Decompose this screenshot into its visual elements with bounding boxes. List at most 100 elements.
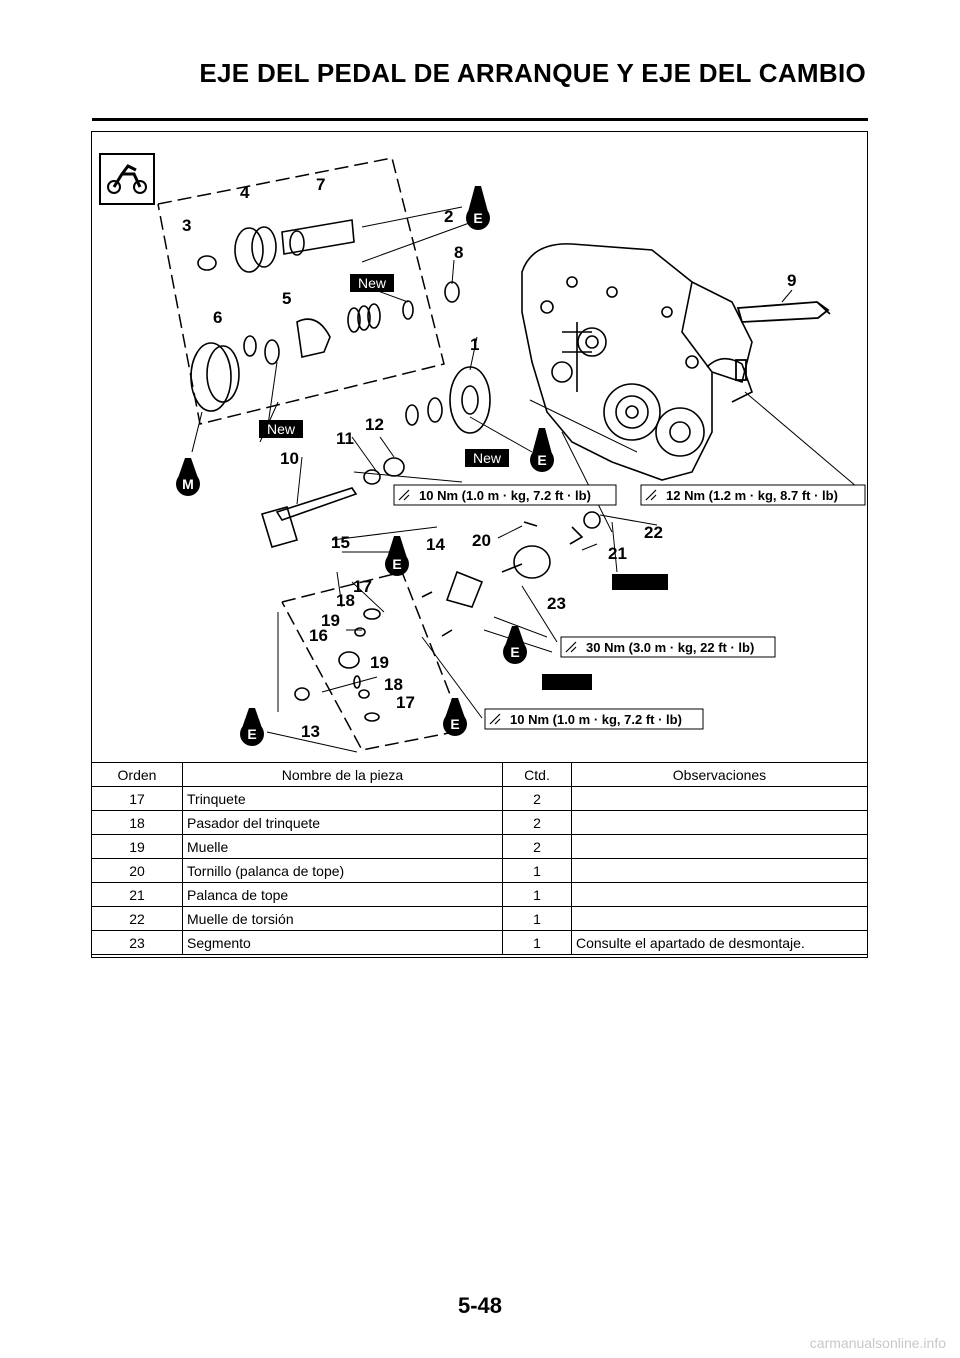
- parts-table: Orden Nombre de la pieza Ctd. Observacio…: [91, 762, 868, 955]
- wrench-icon: [645, 489, 657, 501]
- cell-observaciones: [571, 906, 868, 931]
- cell-nombre: Tornillo (palanca de tope): [182, 858, 503, 883]
- cell-ctd: 1: [502, 882, 572, 907]
- callout-1: 1: [470, 335, 479, 354]
- lube-mark-label: E: [247, 726, 256, 742]
- cell-ctd: 1: [502, 858, 572, 883]
- page-title: EJE DEL PEDAL DE ARRANQUE Y EJE DEL CAMB…: [199, 58, 866, 88]
- col-header-observaciones: Observaciones: [571, 762, 868, 787]
- callout-19b: 19: [370, 653, 389, 672]
- cell-ctd: 2: [502, 834, 572, 859]
- content-frame: [91, 131, 868, 958]
- cell-observaciones: [571, 882, 868, 907]
- callout-23: 23: [547, 594, 566, 613]
- callout-6: 6: [213, 308, 222, 327]
- svg-text:New: New: [358, 275, 387, 291]
- kick-pedal-drawing: [735, 301, 831, 381]
- cell-orden: 18: [91, 810, 183, 835]
- shift-shaft-drawing: [260, 487, 601, 722]
- upper-subassembly-outline: [157, 157, 445, 425]
- torque-spec-box: 10 Nm (1.0 m · kg, 7.2 ft · lb): [393, 484, 617, 506]
- col-header-ctd: Ctd.: [502, 762, 572, 787]
- callout-9: 9: [787, 271, 796, 290]
- table-header-row: Orden Nombre de la pieza Ctd. Observacio…: [91, 762, 868, 787]
- leader-lines: [191, 206, 858, 753]
- cell-nombre: Muelle: [182, 834, 503, 859]
- table-row: 22 Muelle de torsión 1: [91, 906, 868, 931]
- svg-text:12 Nm (1.2 m · kg, 8.7 ft · lb: 12 Nm (1.2 m · kg, 8.7 ft · lb): [666, 488, 838, 503]
- svg-text:30 Nm (3.0 m · kg, 22 ft · lb): 30 Nm (3.0 m · kg, 22 ft · lb): [586, 640, 754, 655]
- cell-observaciones: [571, 834, 868, 859]
- svg-text:New: New: [473, 450, 502, 466]
- svg-text:10 Nm (1.0 m · kg, 7.2 ft · lb: 10 Nm (1.0 m · kg, 7.2 ft · lb): [510, 712, 682, 727]
- table-row: 23 Segmento 1 Consulte el apartado de de…: [91, 930, 868, 955]
- table-row: 19 Muelle 2: [91, 834, 868, 859]
- upper-parts-drawing: [190, 219, 491, 485]
- cell-nombre: Palanca de tope: [182, 882, 503, 907]
- cell-nombre: Trinquete: [182, 786, 503, 811]
- table-row: 21 Palanca de tope 1: [91, 882, 868, 907]
- cell-orden: 22: [91, 906, 183, 931]
- cell-orden: 17: [91, 786, 183, 811]
- new-tag: New: [465, 449, 509, 467]
- table-row: 17 Trinquete 2: [91, 786, 868, 811]
- table-row: 20 Tornillo (palanca de tope) 1: [91, 858, 868, 883]
- cell-ctd: 2: [502, 810, 572, 835]
- new-tag: New: [350, 274, 394, 292]
- lube-mark-label: E: [537, 452, 546, 468]
- cell-nombre: Pasador del trinquete: [182, 810, 503, 835]
- cell-ctd: 1: [502, 930, 572, 955]
- cell-orden: 19: [91, 834, 183, 859]
- callout-15: 15: [331, 533, 350, 552]
- engine-case-drawing: [521, 243, 753, 481]
- callout-17: 17: [353, 577, 372, 596]
- lube-mark-label: M: [182, 476, 194, 492]
- lube-mark-e-icon: E: [240, 708, 264, 746]
- lube-mark-label: E: [510, 644, 519, 660]
- svg-text:New: New: [267, 421, 296, 437]
- callout-22: 22: [644, 523, 663, 542]
- callout-14: 14: [426, 535, 445, 554]
- torque-spec-box: 30 Nm (3.0 m · kg, 22 ft · lb): [560, 636, 776, 658]
- torque-spec-box: 12 Nm (1.2 m · kg, 8.7 ft · lb): [640, 484, 866, 506]
- cell-ctd: 1: [502, 906, 572, 931]
- callout-16: 16: [309, 626, 328, 645]
- lube-mark-label: E: [450, 716, 459, 732]
- callout-3: 3: [182, 216, 191, 235]
- callout-4: 4: [240, 183, 250, 202]
- callout-numbers: 1 2 3 4 5 6 7 8 9 10 11 12 13 14 15 16 1…: [182, 175, 796, 741]
- cell-observaciones: [571, 786, 868, 811]
- torque-spec-box: 10 Nm (1.0 m · kg, 7.2 ft · lb): [484, 708, 704, 730]
- callout-20: 20: [472, 531, 491, 550]
- callout-21: 21: [608, 544, 627, 563]
- cell-observaciones: [571, 858, 868, 883]
- svg-text:10 Nm (1.0 m · kg, 7.2 ft · lb: 10 Nm (1.0 m · kg, 7.2 ft · lb): [419, 488, 591, 503]
- lube-mark-e-icon: E: [503, 626, 527, 664]
- callout-5: 5: [282, 289, 291, 308]
- callout-2: 2: [444, 207, 453, 226]
- callout-8: 8: [454, 243, 463, 262]
- cell-nombre: Muelle de torsión: [182, 906, 503, 931]
- lube-mark-label: E: [473, 210, 482, 226]
- callout-13: 13: [301, 722, 320, 741]
- watermark-link[interactable]: carmanualsonline.info: [809, 1335, 946, 1351]
- callout-19: 19: [321, 611, 340, 630]
- motorcycle-icon: [99, 153, 155, 205]
- col-header-nombre: Nombre de la pieza: [182, 762, 503, 787]
- wrench-icon: [398, 489, 410, 501]
- cell-observaciones: [571, 810, 868, 835]
- cell-observaciones: Consulte el apartado de desmontaje.: [571, 930, 868, 955]
- wrench-icon: [565, 641, 577, 653]
- title-rule: [92, 118, 868, 121]
- table-row: 18 Pasador del trinquete 2: [91, 810, 868, 835]
- tool-drawing: [542, 574, 668, 690]
- lube-mark-m-icon: M: [176, 458, 200, 496]
- cell-nombre: Segmento: [182, 930, 503, 955]
- callout-18: 18: [336, 591, 355, 610]
- new-tag: New: [259, 420, 303, 438]
- lube-mark-e-icon: E: [466, 186, 490, 230]
- wrench-icon: [489, 713, 501, 725]
- cell-ctd: 2: [502, 786, 572, 811]
- lube-mark-e-icon: E: [443, 698, 467, 736]
- callout-18b: 18: [384, 675, 403, 694]
